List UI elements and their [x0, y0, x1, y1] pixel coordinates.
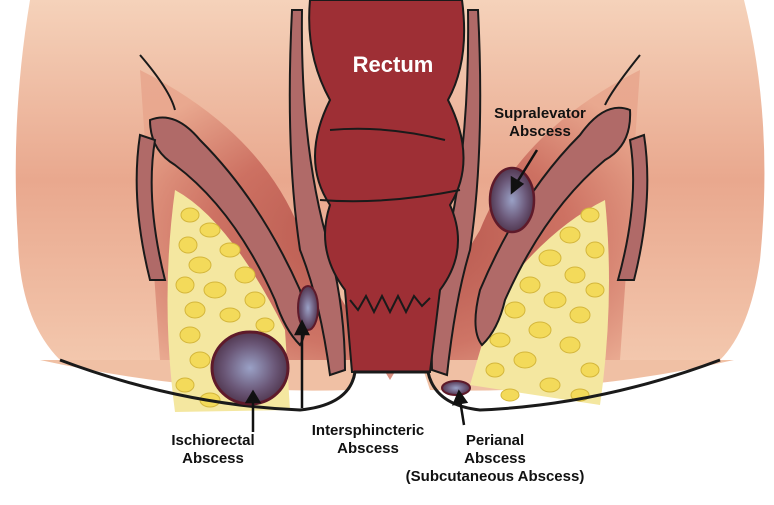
- rectal-fold-1: [329, 127, 446, 141]
- perianal-label-line2: Abscess: [464, 450, 526, 467]
- pelvic-wall-left: [135, 133, 167, 281]
- levator-ani-right: [474, 106, 632, 347]
- ischiorectal-fat-right: [470, 200, 609, 405]
- perianal-label-line1: Perianal: [465, 432, 525, 449]
- ischiorectal-label-line1: Ischiorectal: [171, 432, 255, 449]
- supralevator-abscess-label: Supralevator Abscess: [480, 105, 600, 141]
- fat-globules: [175, 207, 605, 408]
- outer-contour-left: [139, 54, 176, 111]
- levator-ani-left: [148, 116, 306, 347]
- rectum: [308, 0, 466, 373]
- outer-contour-right: [604, 54, 641, 106]
- ischiorectal-abscess-label: Ischiorectal Abscess: [150, 432, 276, 468]
- ischiorectal-abscess: [210, 330, 290, 406]
- label-pointers: [244, 149, 539, 432]
- perianal-abscess-label: Perianal Abscess (Subcutaneous Abscess): [390, 432, 600, 486]
- skin-surface: [59, 358, 721, 412]
- intersphincteric-abscess: [297, 285, 319, 331]
- intersphincteric-abscess-label: Intersphincteric Abscess: [296, 422, 440, 458]
- perianal-label-line3: (Subcutaneous Abscess): [405, 468, 585, 485]
- perianal-abscess: [441, 380, 471, 396]
- sphincter-left: [288, 9, 347, 377]
- rectum-label: Rectum: [336, 52, 450, 78]
- rectal-fold-2: [319, 189, 461, 203]
- supralevator-label-line1: Supralevator: [494, 105, 586, 122]
- supralevator-label-line2: Abscess: [509, 123, 571, 140]
- dentate-line: [349, 293, 431, 315]
- ischiorectal-label-line2: Abscess: [182, 450, 244, 467]
- intersphincteric-label-line1: Intersphincteric: [311, 422, 425, 439]
- pelvic-wall-right: [616, 133, 649, 281]
- intersphincteric-label-line2: Abscess: [337, 440, 399, 457]
- rectum-label-text: Rectum: [352, 52, 434, 77]
